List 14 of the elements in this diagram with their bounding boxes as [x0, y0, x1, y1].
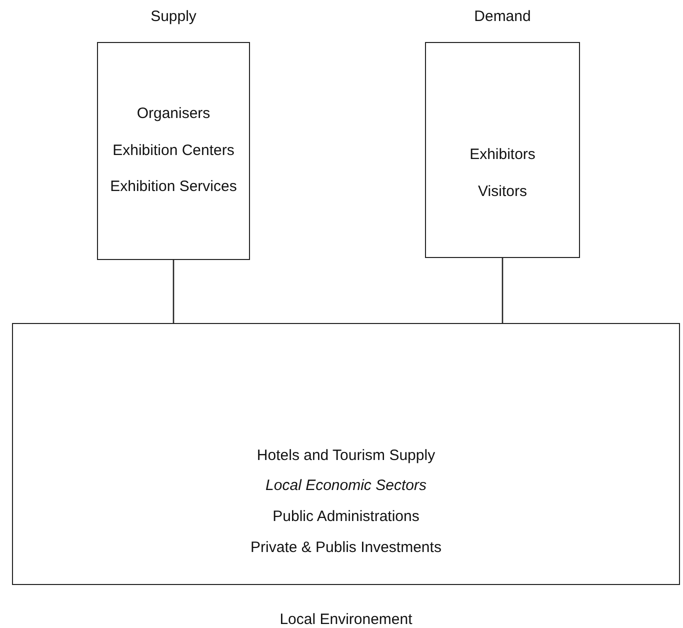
- item-text: Hotels and Tourism Supply: [256, 447, 436, 465]
- heading: Local Environement: [278, 611, 414, 628]
- heading: Supply: [150, 8, 198, 26]
- item-text: Public Administrations: [272, 508, 420, 526]
- item-text: Private & Publis Investments: [250, 539, 442, 557]
- connector-line: [172, 260, 174, 323]
- connector-line: [502, 258, 504, 323]
- item-text: Local Economic Sectors: [264, 477, 428, 495]
- item-text: Organisers: [136, 105, 212, 123]
- item-text: Exhibition Services: [109, 178, 238, 196]
- heading: Demand: [473, 8, 532, 26]
- item-text: Exhibitors: [468, 146, 536, 164]
- item-text: Exhibition Centers: [112, 142, 236, 160]
- item-text: Visitors: [477, 183, 528, 201]
